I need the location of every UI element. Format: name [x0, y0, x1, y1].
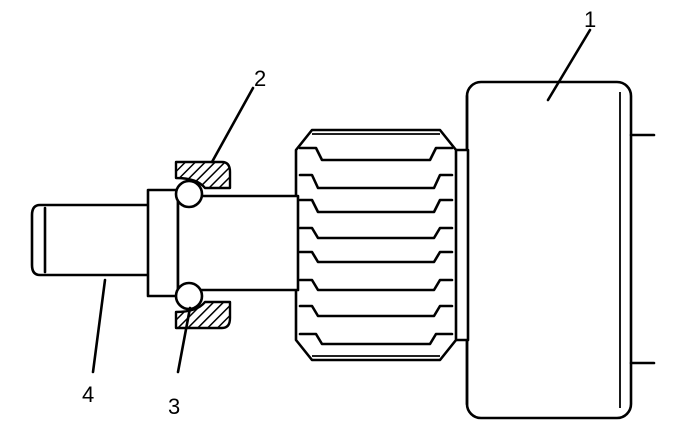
leader-3 — [176, 306, 192, 374]
leader-4 — [91, 278, 107, 374]
housing — [452, 80, 633, 420]
leader-lines — [91, 28, 592, 374]
callout-label-3: 3 — [168, 394, 180, 419]
bearing — [174, 160, 232, 330]
leader-2 — [210, 86, 255, 164]
callout-label-4: 4 — [82, 382, 94, 407]
drive-shaft — [30, 188, 300, 298]
mounting-studs — [629, 133, 656, 365]
leader-1 — [546, 28, 592, 102]
callout-label-1: 1 — [584, 7, 596, 32]
callout-label-2: 2 — [254, 66, 266, 91]
pinion-gear — [294, 128, 458, 362]
